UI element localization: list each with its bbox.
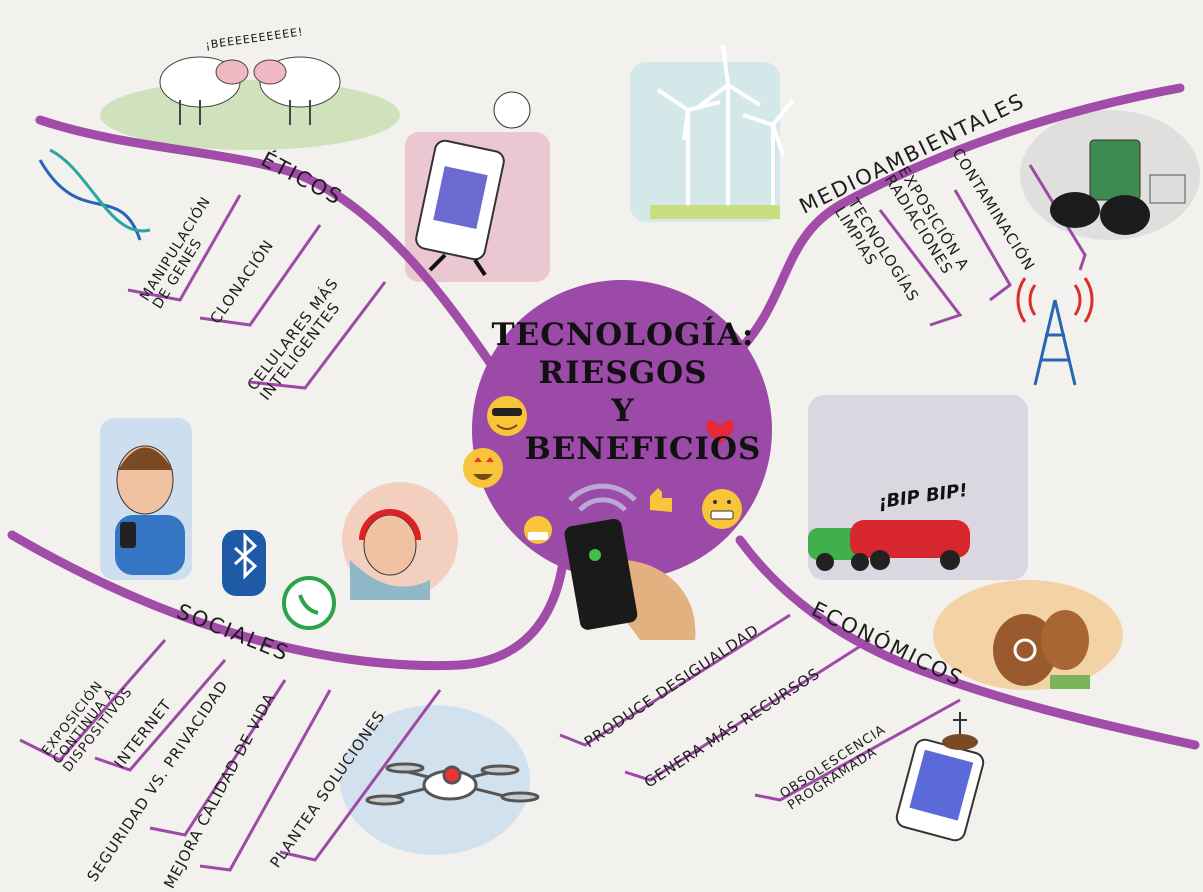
dna-icon: [38, 148, 151, 241]
branch-medioambientales: [730, 83, 1185, 360]
emoji-icon-group: [463, 396, 742, 544]
sheep-icon: [159, 56, 341, 125]
branch-sociales: [7, 530, 570, 671]
center-title-line-3: Y: [611, 393, 635, 429]
branch-eticos: [35, 115, 500, 375]
cars-icon: [808, 520, 970, 571]
drone-icon: [365, 762, 540, 806]
wind-turbine-icon: [650, 44, 795, 219]
bluetooth-icon: [222, 530, 266, 596]
person-phone-icon: [115, 445, 185, 575]
headphones-girl-icon: [350, 509, 430, 600]
garbage-icon: [1050, 139, 1186, 235]
center-title-line-4: BENEFICIOS: [524, 431, 762, 467]
sub-branch-lines: [19, 164, 1087, 872]
center-title: TECNOLOGÍA: RIESGOS Y BENEFICIOS: [478, 316, 768, 468]
center-title-line-1: TECNOLOGÍA:: [491, 317, 755, 353]
money-bags-icon: [993, 610, 1090, 689]
branch-lines: [7, 83, 1200, 750]
center-title-line-2: RIESGOS: [538, 355, 708, 391]
branch-economicos: [735, 535, 1200, 750]
broken-phone-icon: [895, 712, 985, 842]
whatsapp-icon: [282, 576, 336, 630]
hand-phone-icon: [564, 483, 696, 640]
center-node: [472, 280, 772, 580]
smartphone-character-icon: [415, 91, 531, 277]
antenna-icon: [1016, 277, 1094, 386]
